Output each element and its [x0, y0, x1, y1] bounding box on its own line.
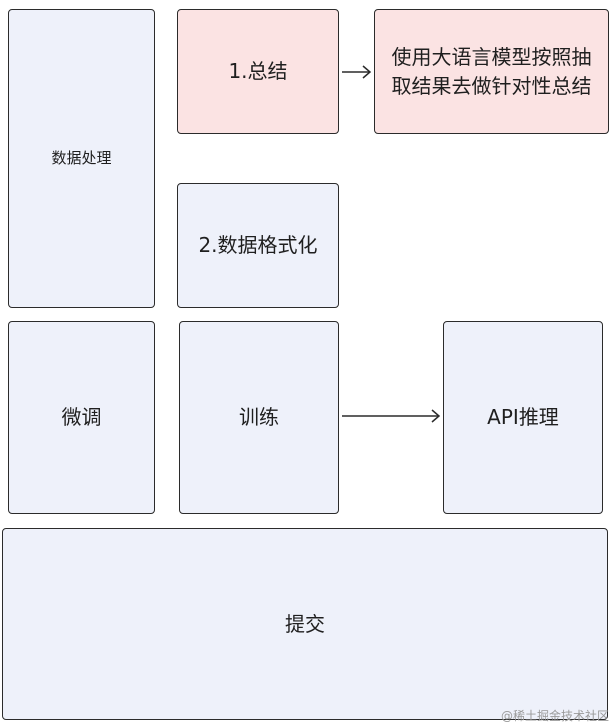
- node-data-processing-label: 数据处理: [51, 148, 112, 167]
- node-api-inference-label: API推理: [487, 405, 559, 429]
- arrow-summary-to-detail: [342, 65, 372, 79]
- node-summary-detail-label: 使用大语言模型按照抽取结果去做针对性总结: [391, 44, 592, 98]
- watermark: @稀土掘金技术社区: [500, 709, 609, 723]
- node-submit: 提交: [2, 528, 608, 720]
- node-submit-label: 提交: [285, 611, 325, 636]
- node-train-label: 训练: [239, 405, 279, 429]
- node-finetune: 微调: [8, 321, 155, 514]
- node-data-format: 2.数据格式化: [177, 183, 339, 308]
- node-data-format-label: 2.数据格式化: [198, 233, 318, 257]
- node-summary-label: 1.总结: [228, 59, 288, 83]
- arrow-train-to-api: [342, 409, 441, 423]
- node-finetune-label: 微调: [61, 405, 102, 429]
- node-summary: 1.总结: [177, 9, 339, 134]
- node-api-inference: API推理: [443, 321, 603, 514]
- node-summary-detail: 使用大语言模型按照抽取结果去做针对性总结: [374, 9, 609, 134]
- node-train: 训练: [179, 321, 339, 514]
- node-data-processing: 数据处理: [8, 9, 155, 308]
